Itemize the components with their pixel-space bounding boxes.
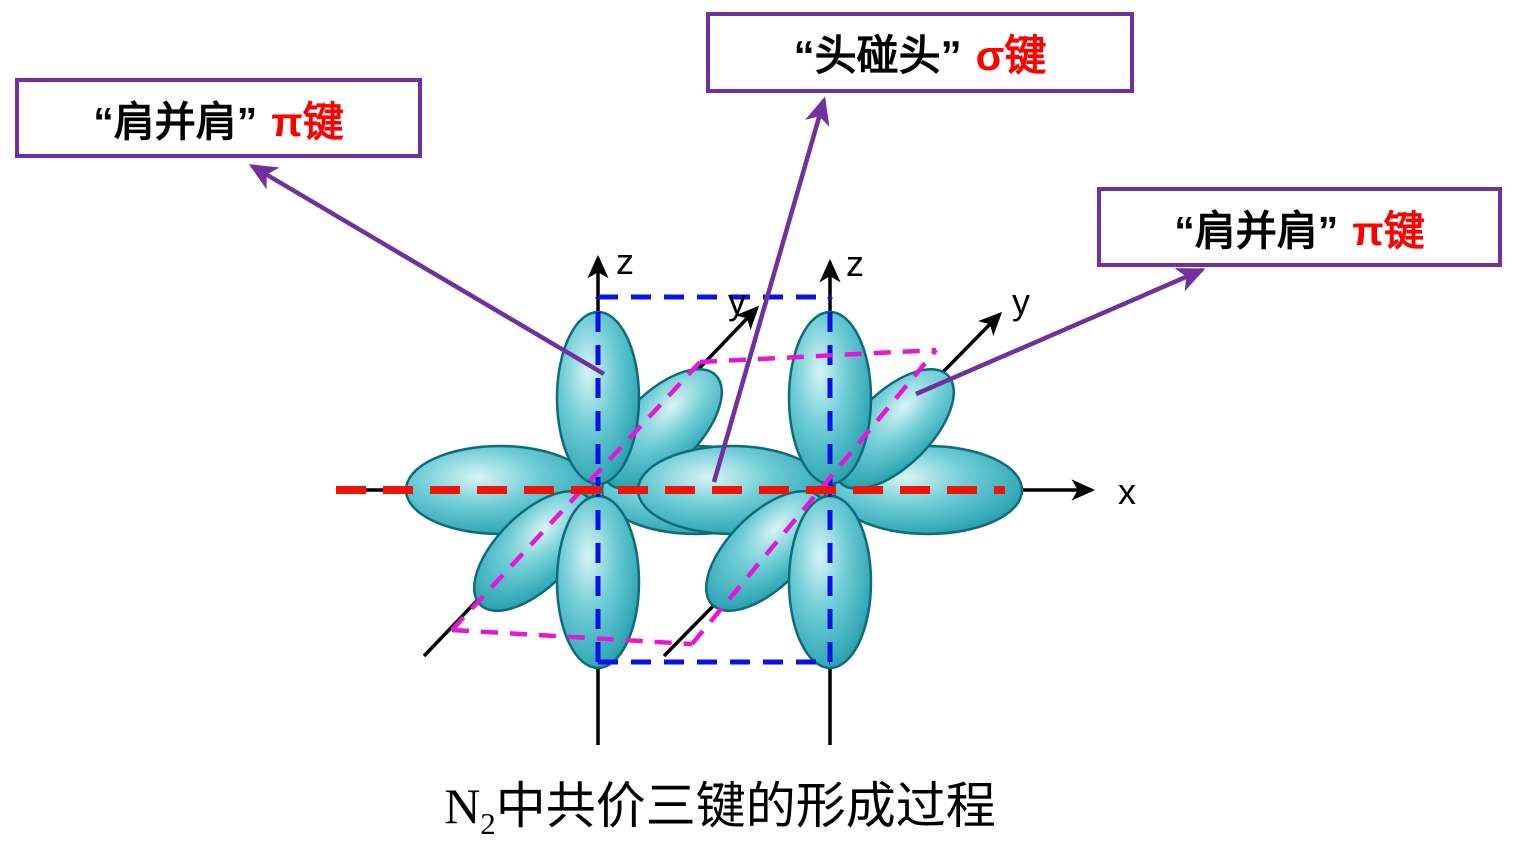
callout-arrows-group [248,96,1206,483]
magenta-dash-left-diagonal [450,360,702,632]
callout-pi-left: “肩并肩” π键 [15,78,422,158]
caption: N2中共价三键的形成过程 [360,766,1080,842]
axis-labels-group: z z y y x [616,241,1136,512]
axis-label-z-left: z [616,241,634,282]
arrow-to-sigma-label [711,96,830,483]
callout-pi-right-text: “肩并肩” [1174,208,1339,254]
callout-sigma-bond: σ键 [975,32,1047,79]
callout-sigma-text: “头碰头” [793,32,962,79]
caption-element-symbol: N [444,778,481,834]
magenta-dash-bottom [451,627,693,647]
arrow-to-pi-right-label [915,267,1206,397]
caption-subscript: 2 [480,806,496,841]
callout-pi-right: “肩并肩” π键 [1097,187,1502,267]
axis-label-y-right: y [1012,281,1030,322]
axis-label-x: x [1118,471,1136,512]
axis-label-z-right: z [846,243,864,284]
arrow-to-pi-left-label [248,164,606,376]
magenta-dash-right-diagonal [690,348,938,646]
py-pi-overlap-outline [450,347,938,647]
caption-text: 中共价三键的形成过程 [495,778,996,834]
callout-sigma-top: “头碰头” σ键 [706,12,1134,93]
callout-pi-left-text: “肩并肩” [93,99,258,145]
axis-label-y-left: y [728,281,746,322]
callout-pi-left-bond: π键 [271,99,344,145]
callout-pi-right-bond: π键 [1352,208,1425,254]
magenta-dash-top [699,347,937,365]
